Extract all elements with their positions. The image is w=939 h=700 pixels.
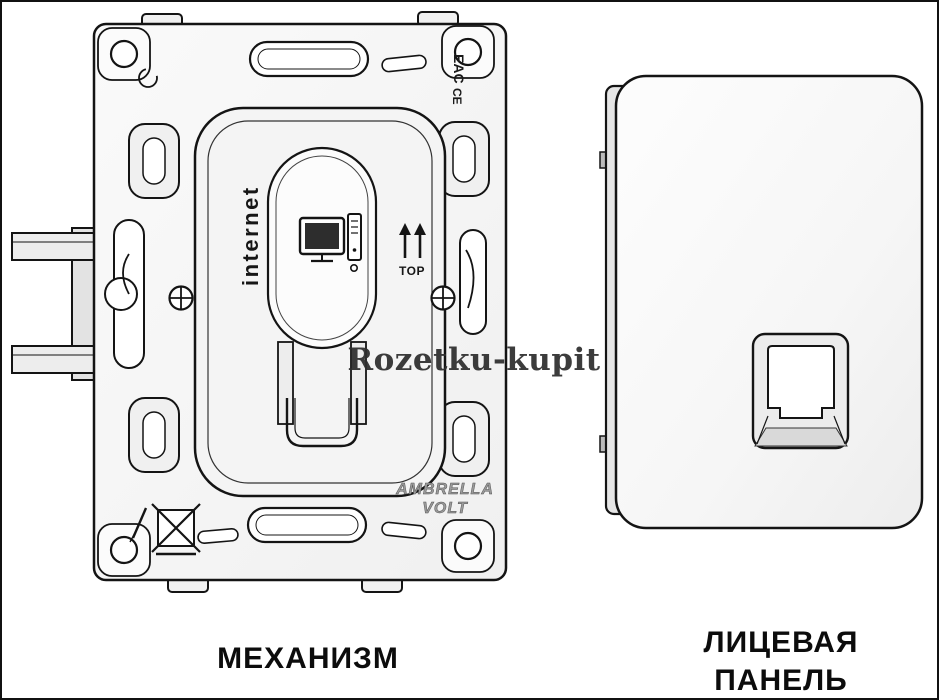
adjustment-slots [197, 40, 427, 545]
fixing-rails [277, 341, 367, 448]
corner-mounting-holes [97, 25, 495, 577]
mounting-claws [11, 227, 99, 381]
computer-icon [298, 213, 362, 272]
stamp-mark [138, 68, 158, 88]
eac-mark: EAC [451, 54, 467, 84]
faceplate-front [614, 74, 924, 530]
watermark: Rozetku-kupit [347, 342, 600, 378]
ce-mark: CE [450, 88, 464, 105]
connector-housing-inner-line [275, 155, 369, 341]
keyhole-slot-left [104, 219, 145, 369]
caption-mechanism: МЕХАНИЗМ [217, 642, 399, 675]
faceplate-drawing [599, 74, 924, 530]
screw-icon-left [168, 285, 194, 311]
port-label: internet [238, 185, 263, 286]
top-arrows-icon [399, 223, 426, 258]
weee-crossed-bin-icon [151, 503, 201, 556]
mechanism-drawing: internet TOP [11, 11, 508, 593]
brand-name-line1: AMBRELLA [395, 481, 494, 498]
caption-faceplate-line1: ЛИЦЕВАЯ [704, 626, 859, 659]
orientation-label: TOP [399, 264, 425, 278]
keyhole-slot-right [459, 229, 487, 335]
screw-icon-right [430, 285, 456, 311]
rj45-opening [751, 332, 850, 450]
caption-faceplate-line2: ПАНЕЛЬ [714, 664, 848, 697]
pencil-icon [129, 507, 148, 543]
side-cutouts [128, 121, 490, 477]
brand-name-line2: VOLT [422, 500, 468, 517]
